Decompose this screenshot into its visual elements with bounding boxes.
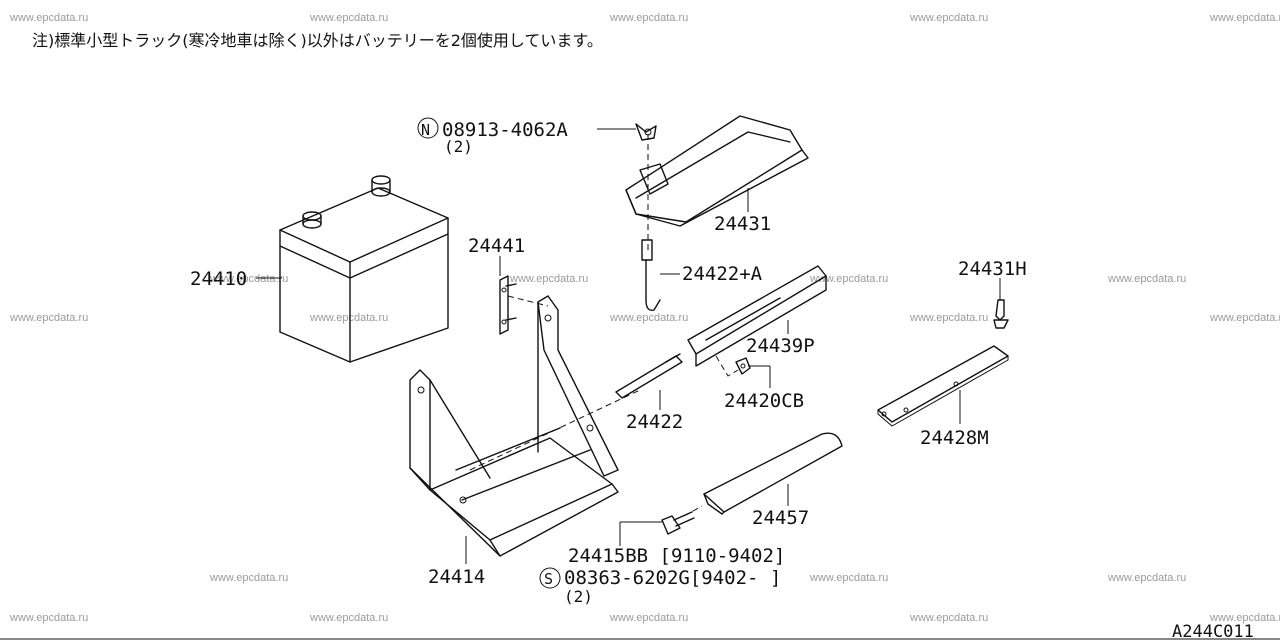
watermark: www.epcdata.ru: [1209, 612, 1280, 624]
watermark: www.epcdata.ru: [209, 572, 288, 584]
callout-08363-6202G[interactable]: 08363-6202G[9402- ]: [564, 567, 781, 589]
callout-08913-qty: (2): [444, 137, 473, 156]
watermark: www.epcdata.ru: [809, 273, 888, 285]
callout-08363-qty: (2): [564, 587, 593, 606]
watermark: www.epcdata.ru: [909, 12, 988, 24]
holder-part[interactable]: [687, 265, 827, 377]
s-symbol-icon: [539, 567, 561, 589]
rod-part[interactable]: [615, 353, 683, 399]
callout-24410[interactable]: 24410: [190, 268, 247, 290]
watermark: www.epcdata.ru: [609, 312, 688, 324]
callout-08913-4062A[interactable]: 08913-4062A: [442, 119, 568, 141]
callout-24439P[interactable]: 24439P: [746, 335, 815, 357]
diagram-code: A244C011: [1172, 622, 1254, 640]
watermark: www.epcdata.ru: [509, 273, 588, 285]
battery-part[interactable]: [279, 175, 449, 363]
watermark: www.epcdata.ru: [309, 612, 388, 624]
watermark: www.epcdata.ru: [809, 572, 888, 584]
callout-24414[interactable]: 24414: [428, 566, 485, 588]
watermark: www.epcdata.ru: [1107, 273, 1186, 285]
diagram-note: 注)標準小型トラック(寒冷地車は除く)以外はバッテリーを2個使用しています。: [32, 31, 603, 50]
plate-part[interactable]: [877, 345, 1009, 427]
bolt-part[interactable]: [661, 511, 695, 535]
nut-part[interactable]: [735, 357, 751, 375]
callout-24457[interactable]: 24457: [752, 507, 809, 529]
hook-bolt-part[interactable]: [641, 239, 661, 311]
n-symbol-letter: N: [421, 121, 430, 139]
watermark: www.epcdata.ru: [9, 12, 88, 24]
watermark-layer: www.epcdata.ru www.epcdata.ru www.epcdat…: [9, 12, 1280, 624]
callout-24431[interactable]: 24431: [714, 213, 771, 235]
watermark: www.epcdata.ru: [1107, 572, 1186, 584]
leader-lines: [256, 128, 1001, 564]
watermark: www.epcdata.ru: [1209, 312, 1280, 324]
callout-24415BB[interactable]: 24415BB [9110-9402]: [568, 545, 785, 567]
battery-cover-part[interactable]: [625, 115, 809, 250]
n-symbol-icon: [417, 117, 439, 139]
watermark: www.epcdata.ru: [9, 312, 88, 324]
callout-24431H[interactable]: 24431H: [958, 258, 1027, 280]
watermark: www.epcdata.ru: [909, 312, 988, 324]
battery-carrier-part[interactable]: [409, 295, 641, 557]
clip-part[interactable]: [993, 299, 1009, 329]
s-symbol-letter: S: [544, 570, 553, 588]
callout-labels: N 08913-4062A (2) 24431 24422+A 24441 24…: [190, 117, 1254, 640]
watermark: www.epcdata.ru: [609, 12, 688, 24]
callout-24420CB[interactable]: 24420CB: [724, 390, 804, 412]
watermark: www.epcdata.ru: [209, 273, 288, 285]
duct-part[interactable]: [683, 432, 843, 517]
wing-nut-part[interactable]: [635, 123, 657, 141]
bracket-part[interactable]: [499, 275, 517, 335]
callout-24422-A[interactable]: 24422+A: [682, 263, 763, 285]
callout-24441[interactable]: 24441: [468, 235, 525, 257]
callout-24428M[interactable]: 24428M: [920, 427, 989, 449]
watermark: www.epcdata.ru: [9, 612, 88, 624]
watermark: www.epcdata.ru: [309, 12, 388, 24]
callout-24422[interactable]: 24422: [626, 411, 683, 433]
watermark: www.epcdata.ru: [309, 312, 388, 324]
watermark: www.epcdata.ru: [1209, 12, 1280, 24]
watermark: www.epcdata.ru: [909, 612, 988, 624]
watermark: www.epcdata.ru: [609, 612, 688, 624]
